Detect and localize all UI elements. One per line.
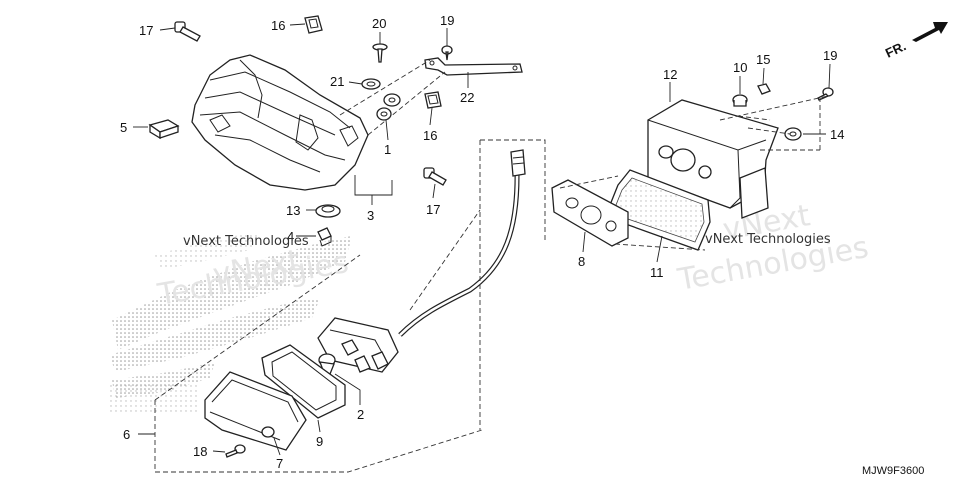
dashed-alignment-lines — [154, 59, 829, 473]
part-5-pad — [148, 119, 180, 140]
callout-22: 22 — [460, 90, 474, 105]
leader-lines — [133, 23, 831, 456]
part-8-gasket — [551, 179, 629, 247]
callout-6: 6 — [123, 427, 130, 442]
front-direction-indicator: FR. — [883, 22, 948, 61]
callout-10: 10 — [733, 60, 747, 75]
wire-harness — [398, 149, 526, 337]
callout-4: 4 — [287, 229, 294, 244]
part-17-bolt-top — [174, 21, 201, 42]
callout-18: 18 — [193, 444, 207, 459]
part-1-grommets — [376, 93, 401, 121]
part-16-clip-middle — [424, 91, 442, 109]
part-7-lens — [204, 371, 307, 451]
callout-1: 1 — [384, 142, 391, 157]
watermark-small: vNext Technologies vNext Technologies — [183, 232, 831, 249]
part-17-bolt-middle — [423, 167, 447, 186]
callout-7: 7 — [276, 456, 283, 471]
callout-15: 15 — [756, 52, 770, 67]
part-22-bracket — [424, 57, 523, 76]
part-12-bracket — [647, 99, 779, 219]
part-9-gasket — [261, 344, 346, 419]
callout-16-top: 16 — [271, 18, 285, 33]
callout-5: 5 — [120, 120, 127, 135]
part-14-grommet — [784, 127, 802, 141]
watermark-small-left: vNext Technologies — [183, 234, 309, 249]
callout-16-middle: 16 — [423, 128, 437, 143]
callout-20: 20 — [372, 16, 386, 31]
part-4-nut — [317, 227, 332, 247]
callout-21: 21 — [330, 74, 344, 89]
drawing-code: MJW9F3600 — [862, 465, 924, 477]
part-18-screw — [225, 444, 246, 458]
watermark-small-right: vNext Technologies — [705, 232, 831, 247]
part-19-bolt-middle — [441, 45, 453, 61]
callout-12: 12 — [663, 67, 677, 82]
callout-13: 13 — [286, 203, 300, 218]
part-10-nut — [732, 94, 748, 107]
callout-11: 11 — [650, 265, 664, 280]
part-11-reflector — [609, 169, 711, 251]
callout-2: 2 — [357, 407, 364, 422]
direction-label: FR. — [883, 38, 908, 60]
callout-14: 14 — [830, 127, 844, 142]
callout-3: 3 — [367, 208, 374, 223]
wing-logo-shading — [108, 232, 352, 412]
callout-17-top: 17 — [139, 23, 153, 38]
callout-17-middle: 17 — [426, 202, 440, 217]
callout-9: 9 — [316, 434, 323, 449]
callout-19-middle: 19 — [440, 13, 454, 28]
part-15-nut — [757, 83, 771, 95]
taillight-housing — [191, 54, 369, 191]
arrow-up-right-icon — [912, 22, 948, 42]
callouts: 17 16 20 19 21 22 16 1 3 17 5 13 4 6 18 … — [120, 13, 844, 471]
part-13-grommet — [315, 204, 341, 218]
part-20-screw — [372, 43, 388, 63]
callout-8: 8 — [578, 254, 585, 269]
socket-assembly — [317, 317, 399, 375]
callout-19-right: 19 — [823, 48, 837, 63]
part-16-clip-top — [304, 15, 323, 34]
part-21-washer — [361, 78, 381, 90]
